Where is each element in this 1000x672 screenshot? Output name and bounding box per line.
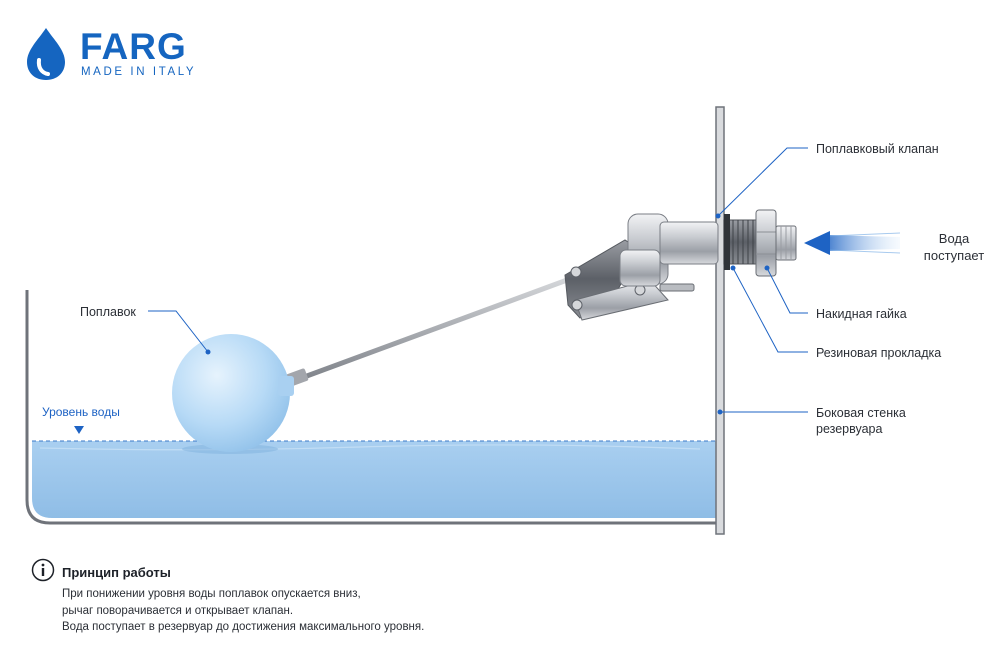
water-jet-arrow-icon	[804, 231, 901, 255]
union-nut	[755, 209, 797, 277]
brand-name: FARG	[80, 26, 187, 67]
info-line: рычаг поворачивается и открывает клапан.	[62, 604, 294, 617]
rubber-gasket	[724, 214, 730, 270]
label-water-inflow: Вода поступает	[923, 231, 985, 263]
callout-lines	[148, 147, 808, 413]
valve-body	[619, 213, 719, 287]
label-float: Поплавок	[80, 305, 136, 319]
info-text: При понижении уровня воды поплавок опуск…	[62, 586, 424, 636]
water-drop-icon	[27, 28, 65, 80]
triangle-down-icon	[74, 426, 84, 434]
label-tank-wall: Боковая стенка резервуара	[816, 406, 906, 437]
info-line: При понижении уровня воды поплавок опуск…	[62, 588, 361, 600]
tank-outline	[25, 290, 716, 525]
float-ball	[172, 334, 294, 454]
callout-dots	[205, 213, 770, 415]
label-rubber-gasket: Резиновая прокладка	[816, 346, 942, 360]
info-line: Вода поступает в резервуар до достижения…	[62, 621, 425, 634]
tank-side-wall	[715, 106, 725, 535]
lever-rod	[293, 270, 589, 383]
brand-tagline: MADE IN ITALY	[81, 66, 197, 78]
label-float-valve: Поплавковый клапан	[816, 142, 939, 156]
label-water-level: Уровень воды	[42, 405, 120, 419]
info-circle-icon	[31, 558, 55, 582]
info-title: Принцип работы	[62, 565, 171, 580]
label-union-nut: Накидная гайка	[816, 307, 907, 321]
water-body	[32, 441, 716, 518]
